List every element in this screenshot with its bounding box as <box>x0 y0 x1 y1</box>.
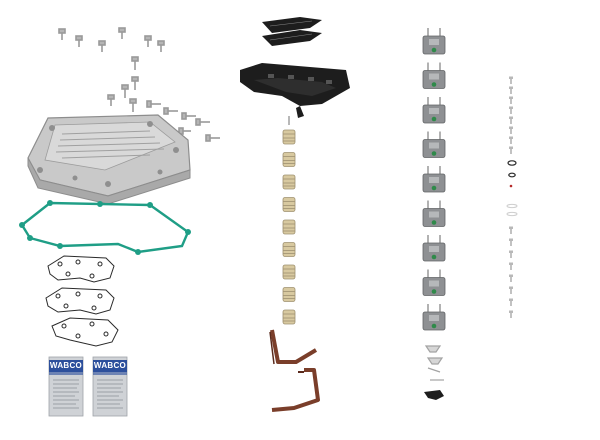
spring <box>282 152 296 167</box>
solenoid-valve <box>422 304 446 331</box>
pin <box>509 226 513 234</box>
solenoid-valve <box>422 200 446 227</box>
pin <box>509 86 513 94</box>
pin <box>509 250 513 258</box>
pin <box>509 76 513 84</box>
grease-packet-1 <box>48 356 84 417</box>
pin <box>509 262 513 270</box>
grease-packet-1-brand: WABCO <box>49 361 83 370</box>
spring <box>282 219 296 235</box>
grease-packet-2-brand: WABCO <box>93 361 127 370</box>
control-plate <box>240 63 350 118</box>
spring <box>282 174 296 190</box>
wiring-harness <box>269 329 320 412</box>
pin <box>509 310 513 318</box>
control-strips <box>262 17 322 46</box>
pin <box>509 286 513 294</box>
spring-stack <box>282 129 296 325</box>
pin <box>509 136 513 144</box>
spring <box>282 309 296 325</box>
seal-1 <box>47 255 115 283</box>
pin <box>509 126 513 134</box>
green-gasket <box>19 200 191 255</box>
spring <box>282 129 296 145</box>
black-connector <box>424 390 444 400</box>
solenoid-column <box>422 28 446 331</box>
solenoid-valve <box>422 235 446 262</box>
o-rings <box>506 160 518 217</box>
spring <box>282 197 296 212</box>
pin <box>509 274 513 282</box>
spring <box>282 264 296 280</box>
pin <box>509 106 513 114</box>
pin <box>509 298 513 306</box>
solenoid-valve <box>422 62 446 89</box>
spring <box>282 242 296 257</box>
solenoid-valve <box>422 269 446 296</box>
solenoid-valve <box>422 28 446 55</box>
solenoid-valve <box>422 131 446 158</box>
seal-3 <box>51 317 119 347</box>
spring <box>282 287 296 302</box>
grease-packet-2 <box>92 356 128 417</box>
small-clips <box>424 345 444 381</box>
pin-column <box>509 76 513 318</box>
pin <box>509 238 513 246</box>
housing-bolts <box>58 27 220 142</box>
pin <box>509 146 513 154</box>
transmission-housing <box>27 114 191 205</box>
seal-2 <box>45 287 115 315</box>
seal-gaskets <box>45 255 119 347</box>
pin <box>509 96 513 104</box>
solenoid-valve <box>422 97 446 124</box>
pin <box>509 116 513 124</box>
solenoid-valve <box>422 166 446 193</box>
